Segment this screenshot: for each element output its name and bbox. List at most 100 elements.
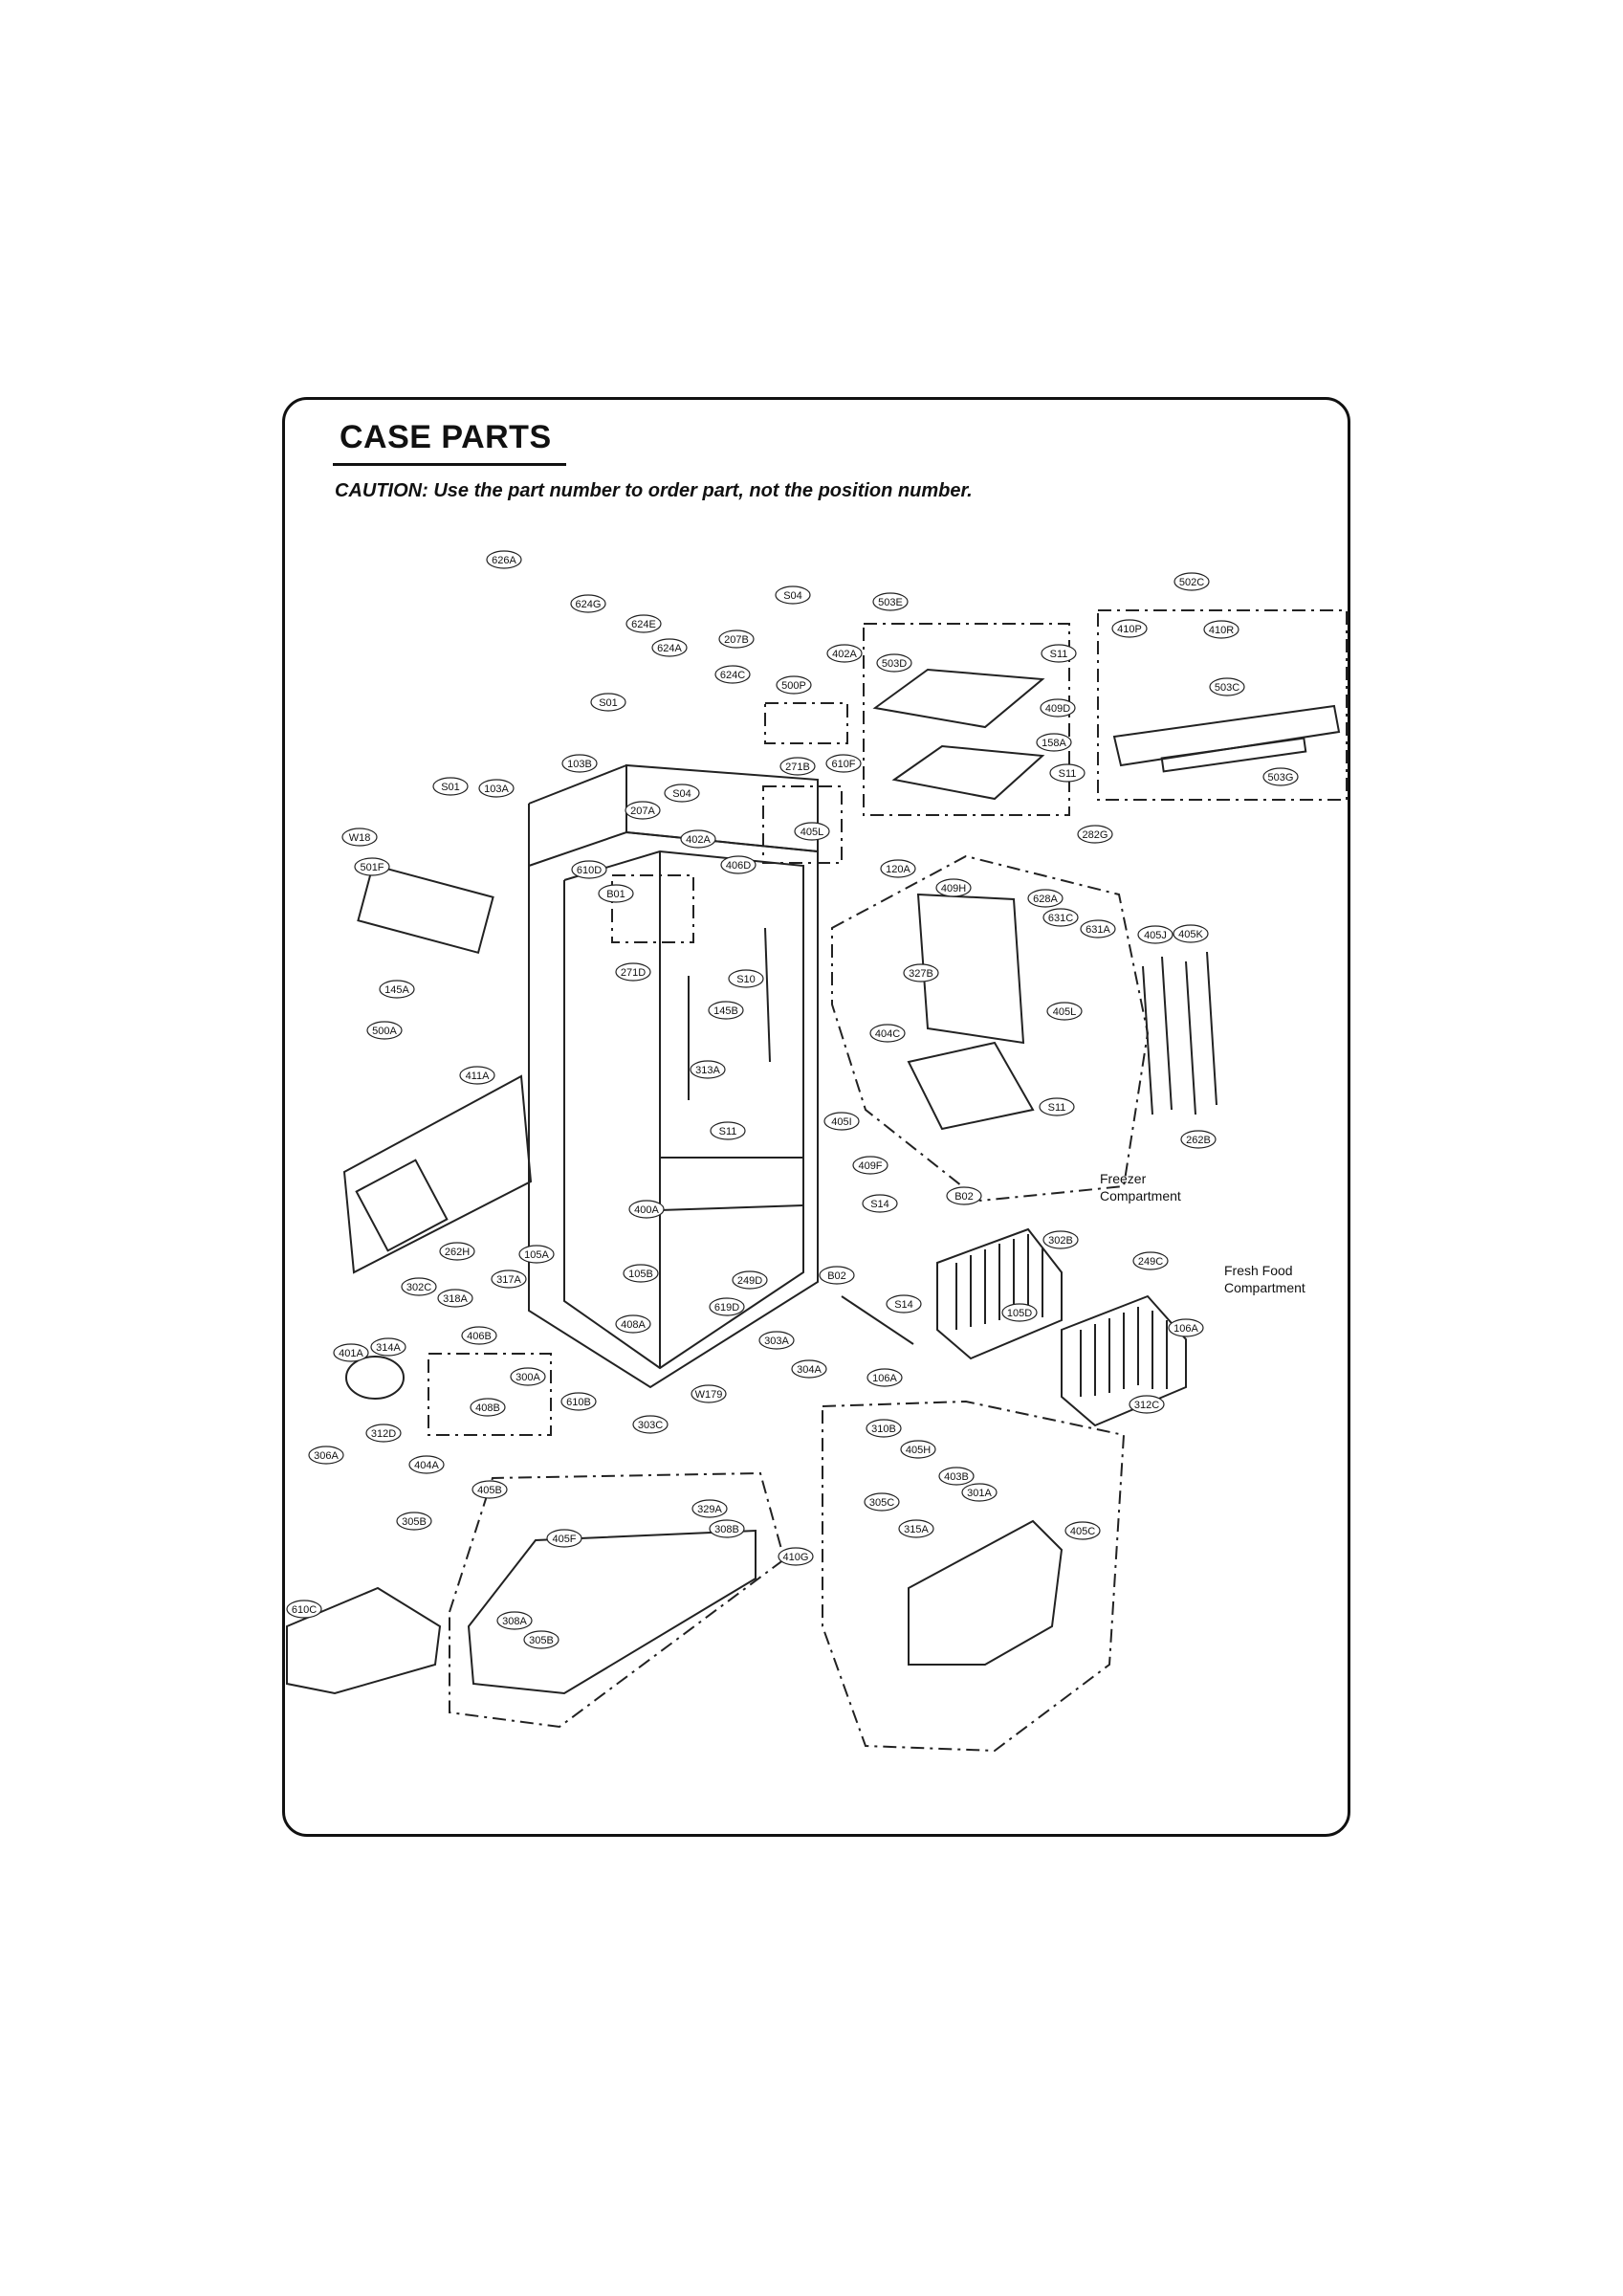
callout-bubble [776, 675, 812, 695]
callout-bubble [898, 1519, 934, 1538]
callout-text: 503G [1268, 772, 1294, 784]
callout-text: 300A [515, 1372, 540, 1383]
callout-bubble [866, 1419, 902, 1438]
callout-bubble [709, 1297, 745, 1316]
callout-502c: 502C [1173, 572, 1210, 591]
callout-304a: 304A [791, 1359, 827, 1379]
callout-text: S11 [1059, 768, 1077, 780]
callout-bubble [615, 962, 651, 982]
callout-105a: 105A [518, 1245, 555, 1264]
callout-315a: 315A [898, 1519, 934, 1538]
callout-text: 313A [695, 1065, 720, 1076]
callout-624e: 624E [625, 614, 662, 633]
callout-bubble [690, 1060, 726, 1079]
callout-271b: 271B [779, 757, 816, 776]
callout-262b: 262B [1180, 1130, 1217, 1149]
callout-bubble [366, 1021, 403, 1040]
callout-text: 409H [941, 883, 966, 894]
callout-626a: 626A [486, 550, 522, 569]
callout-bubble [691, 1384, 727, 1403]
callout-bubble [365, 1424, 402, 1443]
callout-text: 610F [831, 759, 855, 770]
callout-bubble [664, 784, 700, 803]
callout-s11: S11 [1041, 644, 1077, 663]
callout-bubble [546, 1529, 582, 1548]
callout-bubble [935, 878, 972, 897]
callout-text: 610B [566, 1397, 591, 1408]
callout-text: 619D [714, 1302, 739, 1314]
callout-bubble [779, 757, 816, 776]
callout-text: 405L [801, 827, 823, 838]
callout-text: 103A [484, 784, 509, 795]
callout-s11: S11 [1049, 763, 1086, 783]
callout-text: 262B [1186, 1135, 1211, 1146]
callout-text: 103B [567, 759, 592, 770]
callout-bubble [439, 1242, 475, 1261]
callout-300a: 300A [510, 1367, 546, 1386]
callout-401a: 401A [333, 1343, 369, 1362]
callout-w179: W179 [691, 1384, 727, 1403]
callout-text: 405I [831, 1116, 851, 1128]
callout-308b: 308B [709, 1519, 745, 1538]
callout-text: 303C [638, 1420, 663, 1431]
callout-text: 312D [371, 1428, 396, 1440]
callout-bubble [680, 829, 716, 849]
callout-text: 120A [886, 864, 910, 875]
callout-312d: 312D [365, 1424, 402, 1443]
callout-408a: 408A [615, 1314, 651, 1334]
callout-bubble [886, 1294, 922, 1314]
callout-503g: 503G [1262, 767, 1299, 786]
callout-bubble [791, 1359, 827, 1379]
callout-303a: 303A [758, 1331, 795, 1350]
callout-503c: 503C [1209, 677, 1245, 696]
callout-bubble [625, 801, 661, 820]
callout-103a: 103A [478, 779, 515, 798]
callout-bubble [623, 1264, 659, 1283]
callout-bubble [1042, 908, 1079, 927]
freezer-label-line1: Freezer [1100, 1171, 1147, 1186]
callout-text: 405H [906, 1445, 931, 1456]
callout-text: 310B [871, 1424, 896, 1435]
callout-bubble [866, 1368, 903, 1387]
callout-text: 249D [737, 1275, 762, 1287]
callout-bubble [432, 777, 469, 796]
callout-text: 105D [1007, 1308, 1032, 1319]
callout-text: 631C [1048, 913, 1073, 924]
callout-408b: 408B [470, 1398, 506, 1417]
callout-bubble [794, 822, 830, 841]
callout-bubble [1042, 1230, 1079, 1249]
callout-text: 405F [552, 1534, 576, 1545]
callout-314a: 314A [370, 1337, 406, 1357]
callout-text: 207A [630, 806, 655, 817]
callout-503e: 503E [872, 592, 909, 611]
callout-500a: 500A [366, 1021, 403, 1040]
callout-text: 408B [475, 1402, 500, 1414]
callout-402a: 402A [826, 644, 863, 663]
callout-text: 402A [832, 649, 857, 660]
group-outlines [428, 609, 1348, 1753]
callout-text: 304A [797, 1364, 822, 1376]
callout-410g: 410G [778, 1547, 814, 1566]
callout-text: S11 [1048, 1102, 1066, 1114]
callout-bubble [1040, 698, 1076, 718]
callout-bubble [714, 665, 751, 684]
position-callouts: 626A624G624E624AS04207B402A624C500P503ES… [286, 550, 1299, 1649]
machine-base [449, 1471, 786, 1729]
callout-400a: 400A [628, 1200, 665, 1219]
callout-text: 308B [714, 1524, 739, 1535]
callout-text: S14 [894, 1299, 913, 1311]
callout-bubble [341, 828, 378, 847]
callout-bubble [946, 1186, 982, 1205]
freezer-label-line2: Compartment [1100, 1188, 1181, 1203]
callout-bubble [561, 754, 598, 773]
callout-bubble [625, 614, 662, 633]
callout-bubble [1001, 1303, 1038, 1322]
callout-313a: 313A [690, 1060, 726, 1079]
callout-503d: 503D [876, 653, 912, 673]
callout-406b: 406B [461, 1326, 497, 1345]
callout-610f: 610F [825, 754, 862, 773]
callout-411a: 411A [459, 1066, 495, 1085]
callout-bubble [615, 1314, 651, 1334]
callout-302c: 302C [401, 1277, 437, 1296]
callout-bubble [1111, 619, 1148, 638]
